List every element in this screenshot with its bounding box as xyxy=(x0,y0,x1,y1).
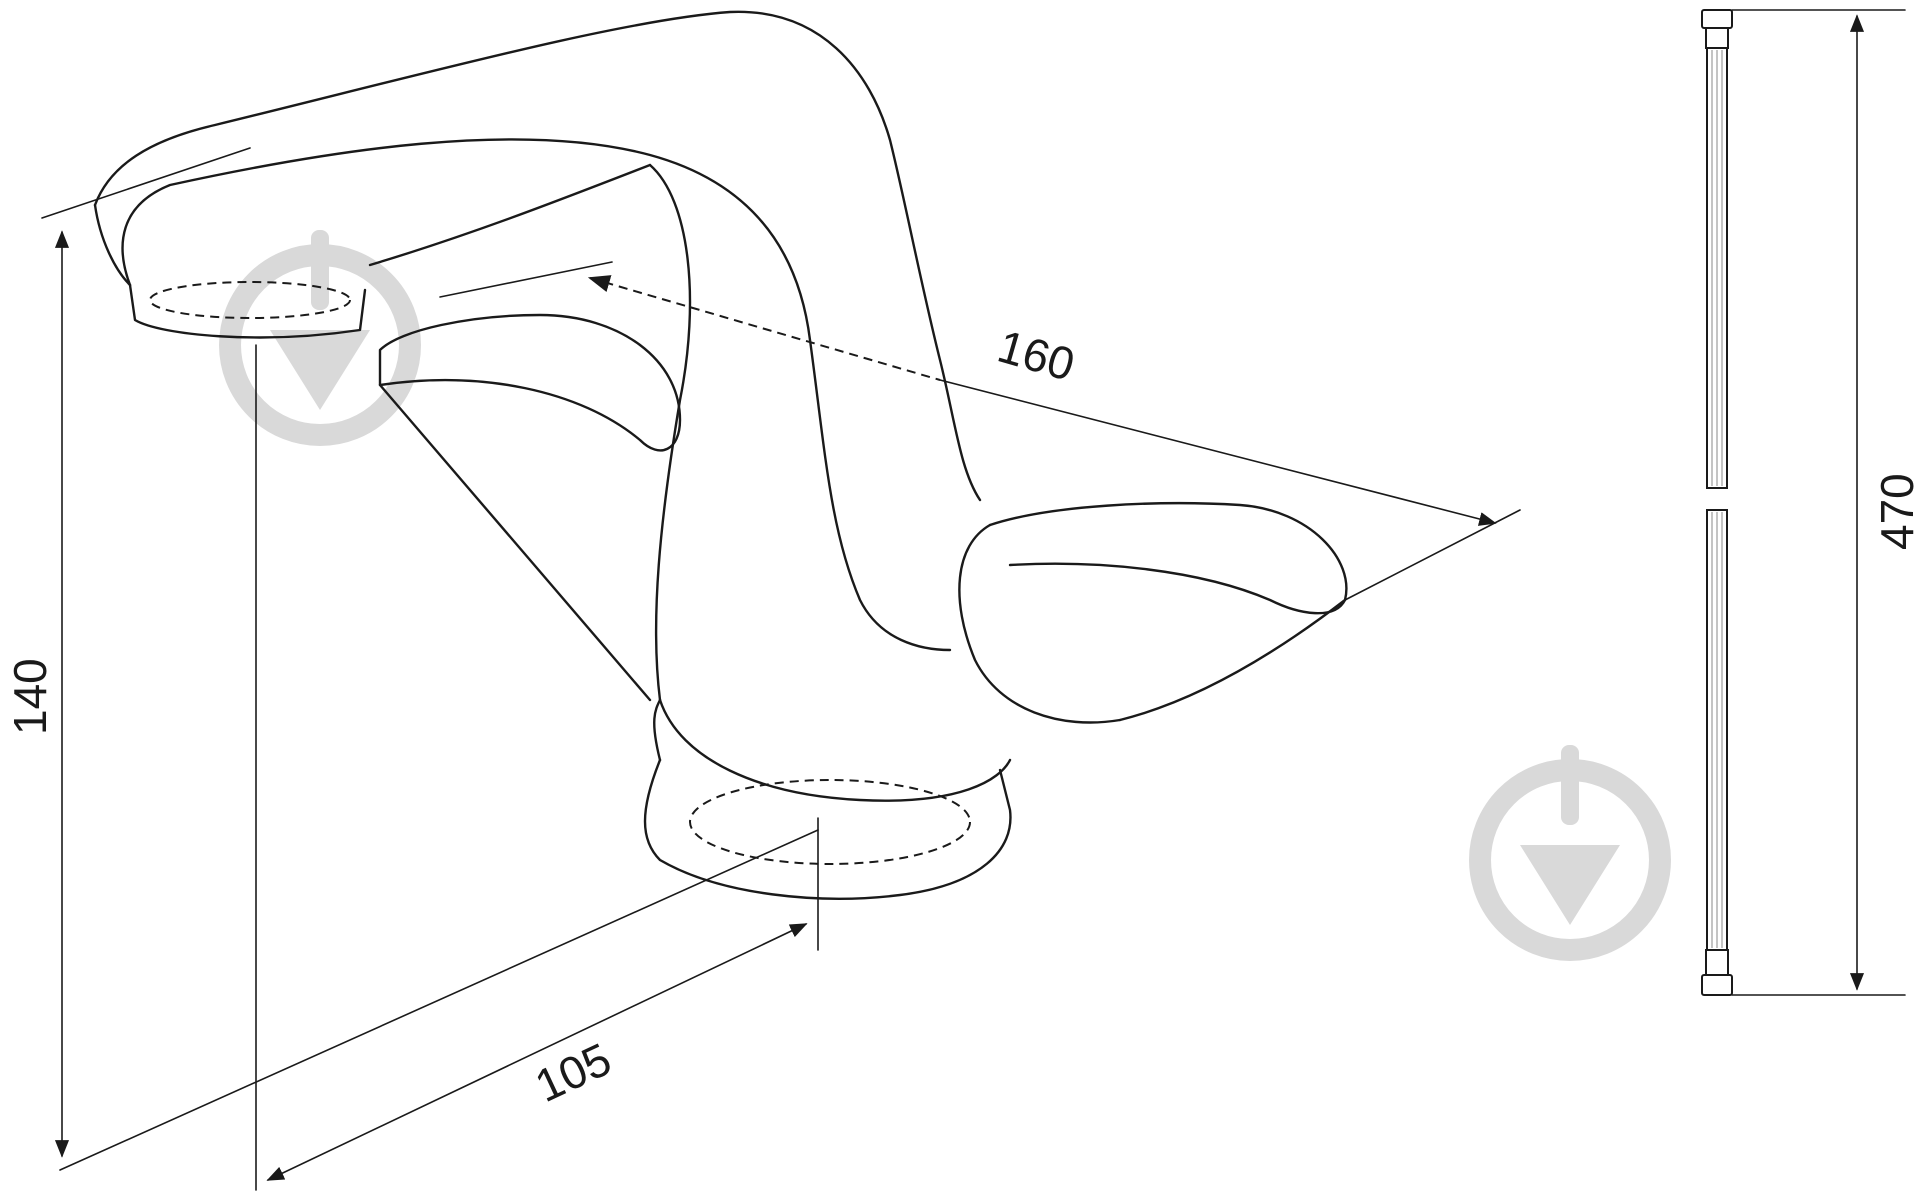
dimension-spout-reach: 160 xyxy=(439,261,1521,601)
watermark-logo-left-icon xyxy=(219,230,421,446)
faucet-outline xyxy=(93,10,1348,900)
supply-hose xyxy=(1701,9,1733,996)
height-label: 140 xyxy=(4,658,56,735)
dimension-height: 140 xyxy=(4,147,819,1171)
dimension-width: 105 xyxy=(255,344,819,1191)
spout-reach-label: 160 xyxy=(992,320,1080,391)
width-label: 105 xyxy=(527,1032,619,1112)
dimension-hose-length: 470 xyxy=(1731,9,1920,996)
hose-length-label: 470 xyxy=(1871,473,1920,550)
watermark-logo-right-icon xyxy=(1469,745,1671,961)
